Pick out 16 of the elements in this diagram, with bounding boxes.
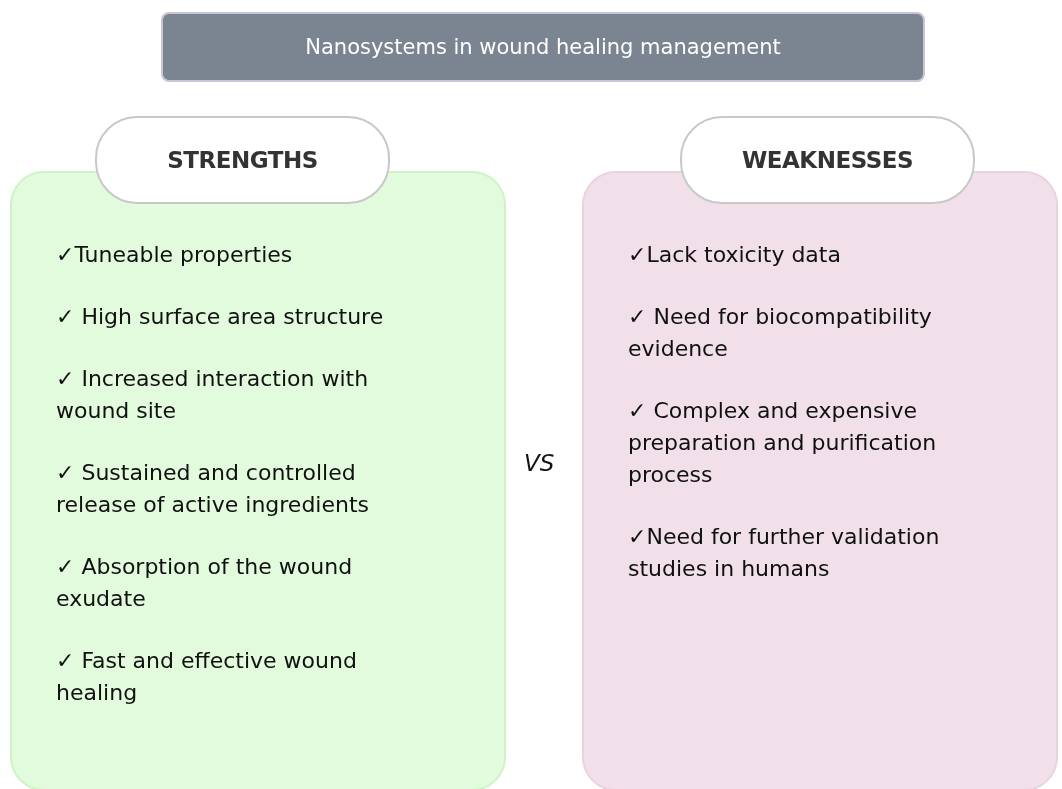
list-item: ✓Lack toxicity data [628,241,842,269]
list-item: ✓ Complex and expensive preparation and purification process [628,397,938,489]
list-item: ✓Need for further validation studies in humans [628,523,941,583]
list-item: ✓ Absorption of the wound exudate [56,553,354,613]
list-item: ✓Tuneable properties [56,241,294,269]
heading-pill: STRENGTHS [95,116,390,204]
list-item: ✓ High surface area structure [56,303,385,331]
list-panel [582,171,1058,789]
list-item: ✓ Sustained and controlled release of active ingredients [56,459,371,519]
list-item: ✓ Need for biocompatibility evidence [628,303,933,363]
list-item: ✓ Increased interaction with wound site [56,365,370,425]
list-panel [10,171,506,789]
title-banner: Nanosystems in wound healing management [161,12,925,82]
heading-pill: WEAKNESSES [680,116,975,204]
versus-label: VS [524,450,555,476]
list-item: ✓ Fast and effective wound healing [56,647,358,707]
